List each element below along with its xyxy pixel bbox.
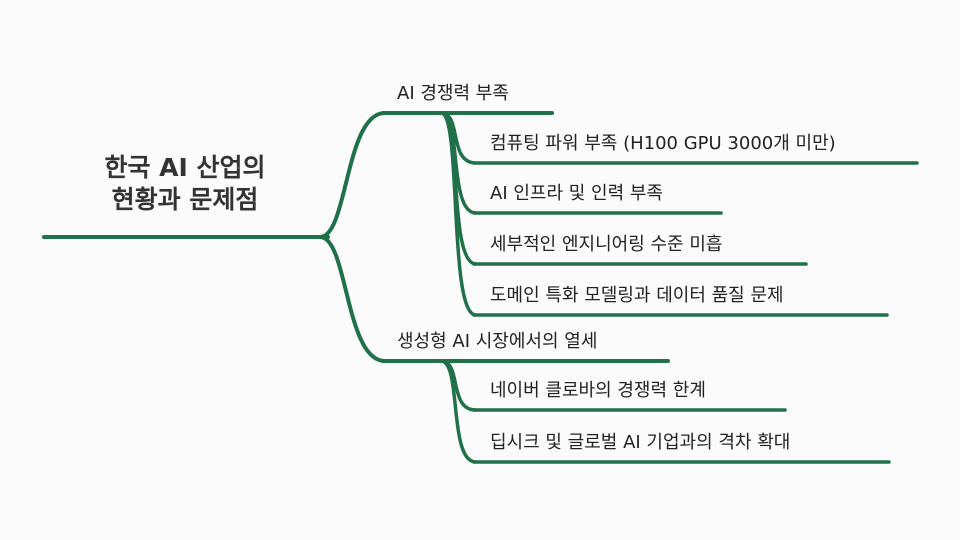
root-title-line2: 현황과 문제점 bbox=[111, 185, 259, 214]
root-node: 한국 AI 산업의 현황과 문제점 bbox=[60, 152, 310, 216]
root-title-line1: 한국 AI 산업의 bbox=[104, 153, 266, 182]
branch-label-generative-ai: 생성형 AI 시장에서의 열세 bbox=[397, 331, 598, 352]
branch-link-ai-competitiveness bbox=[319, 111, 386, 239]
branch-link-generative-ai bbox=[319, 235, 386, 363]
child-link bbox=[440, 359, 477, 412]
child-label-naver-clova: 네이버 클로바의 경쟁력 한계 bbox=[490, 380, 706, 401]
child-label-domain-modeling: 도메인 특화 모델링과 데이터 품질 문제 bbox=[490, 285, 784, 306]
child-label-ai-infra: AI 인프라 및 인력 부족 bbox=[490, 183, 663, 204]
child-link bbox=[440, 111, 477, 317]
child-label-deepseek-gap: 딥시크 및 글로벌 AI 기업과의 격차 확대 bbox=[490, 432, 791, 453]
child-label-engineering-level: 세부적인 엔지니어링 수준 미흡 bbox=[490, 234, 723, 255]
branch-label-ai-competitiveness: AI 경쟁력 부족 bbox=[397, 83, 509, 104]
child-label-computing-power: 컴퓨팅 파워 부족 (H100 GPU 3000개 미만) bbox=[490, 133, 836, 154]
child-link bbox=[440, 359, 477, 464]
